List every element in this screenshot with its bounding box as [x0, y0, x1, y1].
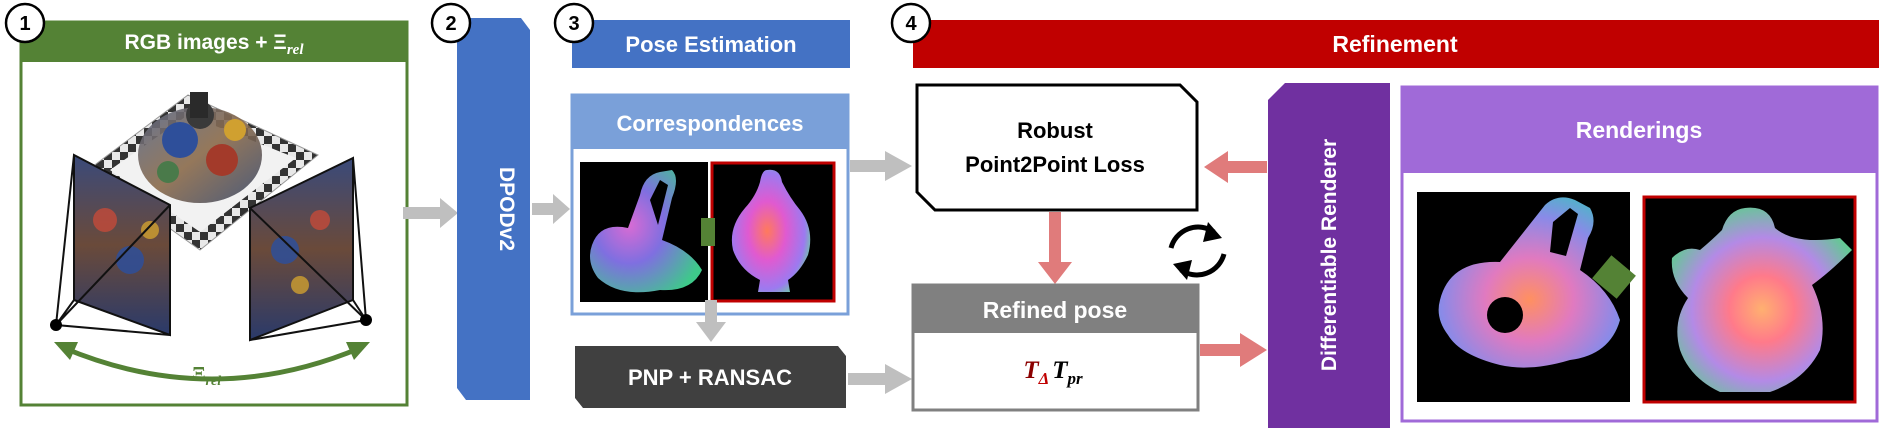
arrow-scene-to-dpod [403, 198, 458, 228]
step-4-group: Refinement Robust Point2Point Loss Refin… [911, 20, 1879, 428]
arrow-pnp-to-refined [848, 364, 912, 394]
arrow-correspondences-to-loss [850, 151, 912, 181]
arrow-dpod-to-correspondences [532, 194, 570, 224]
step-3-number: 3 [568, 13, 579, 35]
loss-title-line2: Point2Point Loss [965, 152, 1145, 177]
differentiable-renderer-block [1268, 83, 1390, 428]
step-4-badge: 4 [890, 2, 932, 44]
correspondences-header-bar [572, 95, 848, 149]
left-camera-center [50, 319, 62, 331]
step-2-group: DPODv2 [457, 18, 530, 400]
scene-image [87, 92, 319, 251]
correspondence-map-right [710, 161, 836, 303]
dpod-network-block [457, 18, 530, 400]
refresh-cycle-icon [1168, 222, 1227, 280]
step-1-badge: 1 [4, 2, 46, 44]
rendering-right [1642, 195, 1857, 404]
renderings-header-bar [1402, 87, 1877, 173]
differentiable-renderer-label: Differentiable Renderer [1318, 139, 1341, 371]
refined-pose-title: Refined pose [983, 297, 1127, 323]
step-1-header: RGB images + Ξrel [125, 31, 305, 58]
refinement-header: Refinement [1332, 31, 1458, 57]
renderings-title: Renderings [1576, 117, 1703, 143]
step-1-header-bar [21, 22, 407, 62]
correspondences-title: Correspondences [616, 111, 803, 136]
correspondence-link-marker [701, 218, 715, 246]
dpod-label: DPODv2 [495, 167, 518, 251]
pose-estimation-header: Pose Estimation [625, 32, 796, 57]
relative-pose-arc [63, 345, 361, 382]
refined-pose-header-bar [913, 285, 1198, 333]
arc-label: Ξrel [192, 363, 221, 389]
step-2-badge: 2 [430, 2, 472, 44]
left-camera [50, 153, 171, 337]
step-2-number: 2 [445, 13, 456, 35]
arc-right-arrowhead [346, 342, 370, 360]
right-camera [249, 156, 372, 342]
step-1-group: RGB images + Ξrel [19, 20, 409, 407]
arrow-refined-to-renderer [1200, 333, 1267, 367]
loss-title-line1: Robust [1017, 118, 1093, 143]
arrow-loss-to-refined [1038, 212, 1072, 284]
step-3-badge: 3 [553, 2, 595, 44]
arrow-correspondences-to-pnp [696, 300, 726, 342]
step-1-number: 1 [19, 13, 30, 35]
pose-estimation-header-bar [572, 20, 850, 68]
pnp-ransac-block [575, 346, 846, 408]
rendering-link-marker [1592, 255, 1636, 299]
arrow-renderer-to-loss [1204, 151, 1267, 183]
pnp-ransac-label: PNP + RANSAC [628, 365, 792, 390]
step-3-group: Pose Estimation Correspondences PNP + RA… [570, 20, 850, 408]
correspondence-map-left [580, 162, 708, 302]
rendering-left [1417, 192, 1630, 402]
refinement-header-bar [913, 20, 1879, 68]
step-4-number: 4 [905, 13, 917, 35]
point2point-loss-block [915, 83, 1199, 212]
right-camera-center [360, 314, 372, 326]
arc-left-arrowhead [54, 342, 78, 360]
